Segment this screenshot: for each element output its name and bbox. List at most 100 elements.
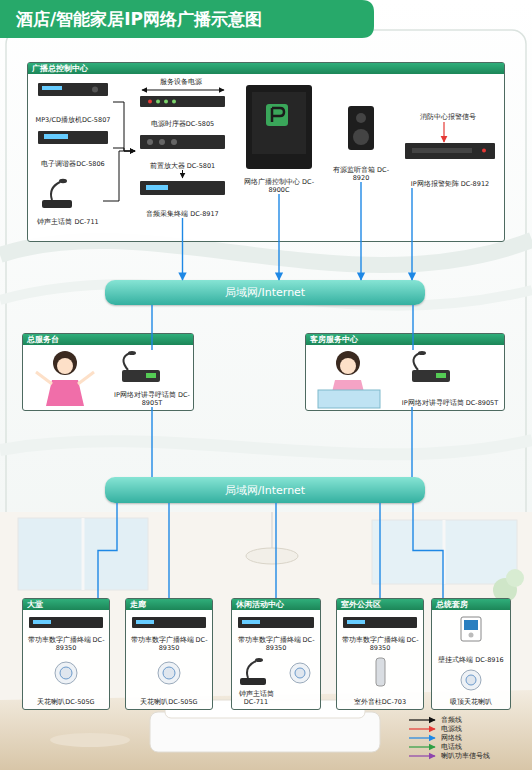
alarm-matrix-symbol [405, 143, 495, 159]
microphone-symbol [240, 658, 266, 685]
legend-row: 电源线 [408, 724, 526, 733]
audio-line [182, 170, 183, 178]
device-label: 吸顶天花喇叭 [450, 699, 492, 707]
legend-text: 音频线 [441, 716, 462, 724]
device-label: 天花喇叭DC-505G [140, 699, 197, 707]
paging-mic-symbol [413, 353, 420, 370]
terminal-symbol [29, 617, 417, 628]
monitor-speaker-symbol [356, 113, 366, 123]
device-unit: 带功率数字广播终端 DC-89350 [128, 614, 210, 652]
network-line [275, 503, 276, 598]
network-line [379, 503, 380, 598]
box-heading: 休闲活动中心 [232, 599, 320, 610]
wall-panel-symbol [464, 620, 478, 630]
device-label: 电子调谐器DC-5806 [41, 161, 104, 169]
sequencer-symbol [140, 96, 225, 107]
legend-text: 喇叭功率信号线 [441, 752, 490, 760]
collector-symbol [140, 181, 225, 195]
control-cabinet-symbol [272, 108, 284, 122]
ceiling-speaker-symbol [60, 667, 72, 679]
device-label: 钟声主话筒 DC-711 [37, 219, 98, 227]
network-line [151, 305, 152, 350]
terminal-symbol [347, 620, 365, 624]
device-unit: 室外音柱DC-703 [339, 656, 421, 706]
device-unit: 有源监听音箱 DC-8920 [326, 104, 396, 182]
ceiling-speaker-symbol [295, 668, 305, 678]
mp3-player-symbol [92, 87, 98, 93]
room-illustration [18, 518, 148, 590]
paging-mic-symbol [412, 370, 450, 382]
sequencer-symbol [156, 100, 160, 104]
device-label: 网络广播控制中心 DC-8900C [236, 179, 322, 194]
tuner-symbol [38, 131, 108, 144]
terminal-symbol [238, 617, 314, 628]
legend: 音频线电源线网络线电话线喇叭功率信号线 [408, 715, 526, 760]
ceiling-speaker-symbol [55, 662, 481, 690]
wall-panel-symbol [469, 633, 474, 638]
device-label: 钟声主话筒 DC-711 [234, 691, 278, 706]
device-unit: 带功率数字广播终端 DC-89350 [339, 614, 421, 652]
device-unit: 壁挂式终端 DC-8916 [434, 614, 508, 664]
device-unit: MP3/CD播放机DC-5807 [33, 80, 113, 124]
tuner-symbol [38, 131, 108, 144]
room-illustration [50, 733, 130, 747]
network-label: 局域网/Internet [225, 286, 305, 299]
device-unit: 电源时序器DC-5805 [135, 94, 230, 128]
control-cabinet-symbol [246, 85, 312, 169]
ceiling-speaker-symbol [290, 663, 310, 683]
ceiling-speaker-symbol [158, 662, 180, 684]
box-heading: 总统套房 [432, 599, 510, 610]
control-cabinet-symbol [266, 104, 288, 126]
legend-line-sample [409, 719, 435, 720]
alarm-matrix-symbol [482, 149, 486, 153]
mp3-player-symbol [38, 83, 108, 96]
service-staff-figure [331, 380, 365, 396]
paging-mic-symbol [146, 373, 156, 378]
paging-mic-symbol [123, 353, 130, 370]
service-staff-figure [340, 358, 356, 374]
device-unit: IP网络对讲寻呼话筒 DC-8905T [400, 350, 500, 407]
audio-line [103, 151, 135, 201]
room-illustration [150, 712, 380, 752]
paging-mic-symbol [128, 351, 136, 355]
device-label: 带功率数字广播终端 DC-89350 [25, 637, 107, 652]
device-unit: 电子调谐器DC-5806 [33, 128, 113, 168]
service-staff-figure [336, 351, 360, 375]
legend-line-sample [408, 752, 438, 760]
microphone-symbol [42, 200, 72, 208]
area-box: 室外公共区带功率数字广播终端 DC-89350 室外音柱DC-703 [336, 598, 424, 710]
box-heading: 室外公共区 [337, 599, 423, 610]
device-label: IP网络对讲寻呼话筒 DC-8905T [402, 400, 498, 408]
network-line [98, 503, 117, 598]
network-line [151, 407, 152, 477]
legend-line-sample [408, 743, 438, 751]
device-unit: 天花喇叭DC-505G [25, 656, 107, 706]
ceiling-speaker-symbol [461, 670, 481, 690]
wave-decoration [0, 240, 532, 265]
receptionist-figure [53, 351, 77, 375]
service-staff-figure [318, 390, 380, 408]
audio-line [113, 102, 135, 151]
network-band: 局域网/Internet [105, 280, 425, 305]
device-label: 天花喇叭DC-505G [37, 699, 94, 707]
connector-group [98, 102, 443, 598]
legend-row: 喇叭功率信号线 [408, 751, 526, 760]
legend-line-sample [408, 734, 438, 742]
device-label: 音频采集终端 DC-8917 [146, 211, 219, 219]
device-unit: 带功率数字广播终端 DC-89350 [234, 614, 318, 652]
title-banner [0, 0, 374, 38]
wave-decoration [0, 440, 532, 454]
terminal-symbol [132, 617, 206, 628]
control-cabinet-symbol [246, 85, 312, 169]
area-box: 休闲活动中心带功率数字广播终端 DC-89350 钟声主话筒 DC-711 [231, 598, 321, 710]
terminal-symbol [33, 620, 51, 624]
ceiling-speaker-symbol [466, 675, 476, 685]
terminal-symbol [343, 617, 417, 628]
box-heading: 总服务台 [23, 334, 193, 345]
device-unit: 音频采集终端 DC-8917 [135, 178, 230, 218]
service-staff-figure [318, 351, 380, 408]
device-unit: 前置放大器 DC-5801 [135, 132, 230, 170]
device-unit: IP网络对讲寻呼话筒 DC-8905T [112, 350, 192, 407]
legend-text: 网络线 [441, 734, 462, 742]
